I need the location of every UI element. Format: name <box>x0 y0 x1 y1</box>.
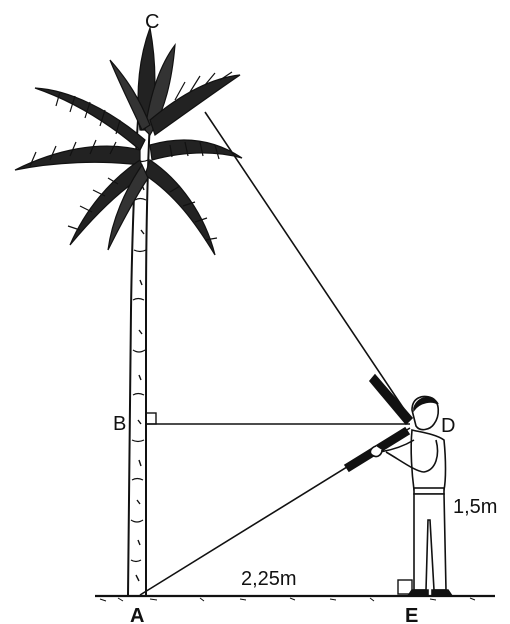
label-a: A <box>130 605 144 624</box>
line-cd <box>204 111 411 419</box>
label-e: E <box>405 605 418 624</box>
right-angle-e <box>397 579 413 595</box>
label-height: 1,5m <box>453 496 497 518</box>
label-d: D <box>441 415 455 437</box>
construction-lines <box>139 111 411 596</box>
label-b: B <box>113 413 126 435</box>
right-angle-b <box>145 412 157 425</box>
label-c: C <box>145 11 159 33</box>
label-distance: 2,25m <box>241 568 297 590</box>
observer-person <box>343 373 454 597</box>
palm-crown <box>14 25 243 256</box>
